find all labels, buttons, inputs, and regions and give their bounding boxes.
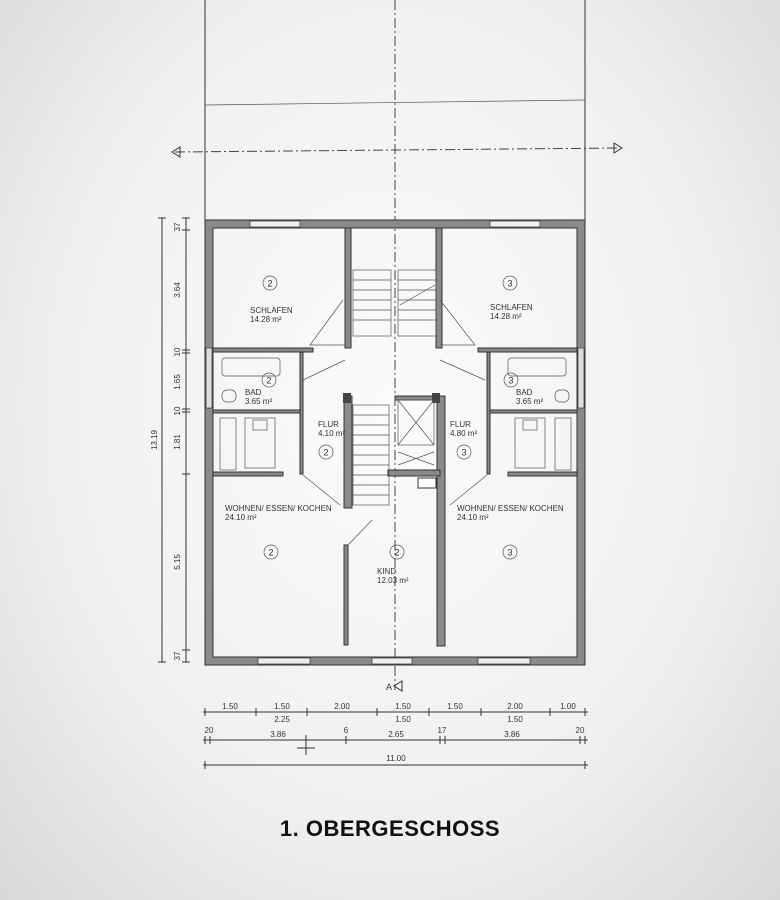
svg-text:20: 20 [205, 726, 214, 735]
svg-text:6: 6 [344, 726, 349, 735]
window [257, 657, 311, 665]
door-swings [302, 299, 488, 546]
room-area: 4.80 m² [450, 429, 477, 438]
svg-text:17: 17 [438, 726, 447, 735]
svg-text:37: 37 [173, 222, 182, 231]
unit-number: 2 [267, 279, 272, 289]
window [371, 657, 413, 665]
svg-text:10: 10 [173, 406, 182, 415]
room-name: BAD [245, 388, 262, 397]
svg-text:1.00: 1.00 [560, 702, 576, 711]
svg-text:2.00: 2.00 [334, 702, 350, 711]
svg-text:10: 10 [173, 347, 182, 356]
unit-number: 3 [507, 279, 512, 289]
room-area: 12.03 m² [377, 576, 409, 585]
outer-walls [204, 219, 586, 666]
room-area: 4.10 m² [318, 429, 345, 438]
svg-text:2.00: 2.00 [507, 702, 523, 711]
room-name: WOHNEN/ ESSEN/ KOCHEN [225, 504, 332, 513]
svg-text:1.50: 1.50 [222, 702, 238, 711]
room-area: 24.10 m² [457, 513, 489, 522]
window [249, 220, 301, 228]
bottom-dimensions: 1.50 1.50 2.00 1.50 1.50 2.00 1.00 2.25 … [203, 702, 588, 769]
bathroom-fixtures [219, 357, 572, 471]
site-lines [171, 0, 623, 690]
room-labels: 2 SCHLAFEN 14.28 m² 3 SCHLAFEN 14.28 m² … [225, 275, 564, 585]
room-name: WOHNEN/ ESSEN/ KOCHEN [457, 504, 564, 513]
room-name: SCHLAFEN [490, 303, 533, 312]
svg-text:3.64: 3.64 [173, 282, 182, 298]
svg-text:2.25: 2.25 [274, 715, 290, 724]
svg-text:37: 37 [173, 651, 182, 660]
room-name: SCHLAFEN [250, 306, 293, 315]
window [477, 657, 531, 665]
unit-number: 3 [508, 376, 513, 386]
svg-text:1.50: 1.50 [274, 702, 290, 711]
svg-text:20: 20 [576, 726, 585, 735]
svg-text:1.50: 1.50 [395, 702, 411, 711]
svg-text:11.00: 11.00 [386, 754, 406, 763]
room-name: FLUR [318, 420, 339, 429]
svg-text:1.81: 1.81 [173, 434, 182, 450]
svg-text:3.86: 3.86 [270, 730, 286, 739]
svg-text:13.19: 13.19 [150, 429, 159, 450]
room-area: 14.28 m² [490, 312, 522, 321]
svg-text:1.50: 1.50 [507, 715, 523, 724]
room-area: 3.65 m² [245, 397, 272, 406]
svg-text:1.65: 1.65 [173, 374, 182, 390]
svg-text:A: A [386, 682, 392, 692]
room-name: FLUR [450, 420, 471, 429]
room-area: 14.28 m² [250, 315, 282, 324]
window [489, 220, 541, 228]
svg-text:5.15: 5.15 [173, 554, 182, 570]
svg-text:2.65: 2.65 [388, 730, 404, 739]
unit-number: 2 [268, 548, 273, 558]
svg-text:3.86: 3.86 [504, 730, 520, 739]
staircase [352, 269, 437, 506]
svg-text:1.50: 1.50 [447, 702, 463, 711]
left-dimensions: 37 3.64 10 1.65 10 1.81 5.15 37 13.19 [150, 217, 190, 663]
elevator-shaft [397, 399, 435, 446]
room-area: 24.10 m² [225, 513, 257, 522]
unit-number: 2 [394, 548, 399, 558]
unit-number: 3 [461, 448, 466, 458]
section-marker: A [386, 680, 403, 692]
unit-number: 3 [507, 548, 512, 558]
floor-title: 1. OBERGESCHOSS [279, 816, 501, 841]
svg-text:1.50: 1.50 [395, 715, 411, 724]
unit-number: 2 [323, 448, 328, 458]
interior-walls [212, 227, 578, 647]
room-name: BAD [516, 388, 533, 397]
unit-number: 2 [266, 376, 271, 386]
room-name: KIND [377, 567, 396, 576]
room-area: 3.65 m² [516, 397, 543, 406]
